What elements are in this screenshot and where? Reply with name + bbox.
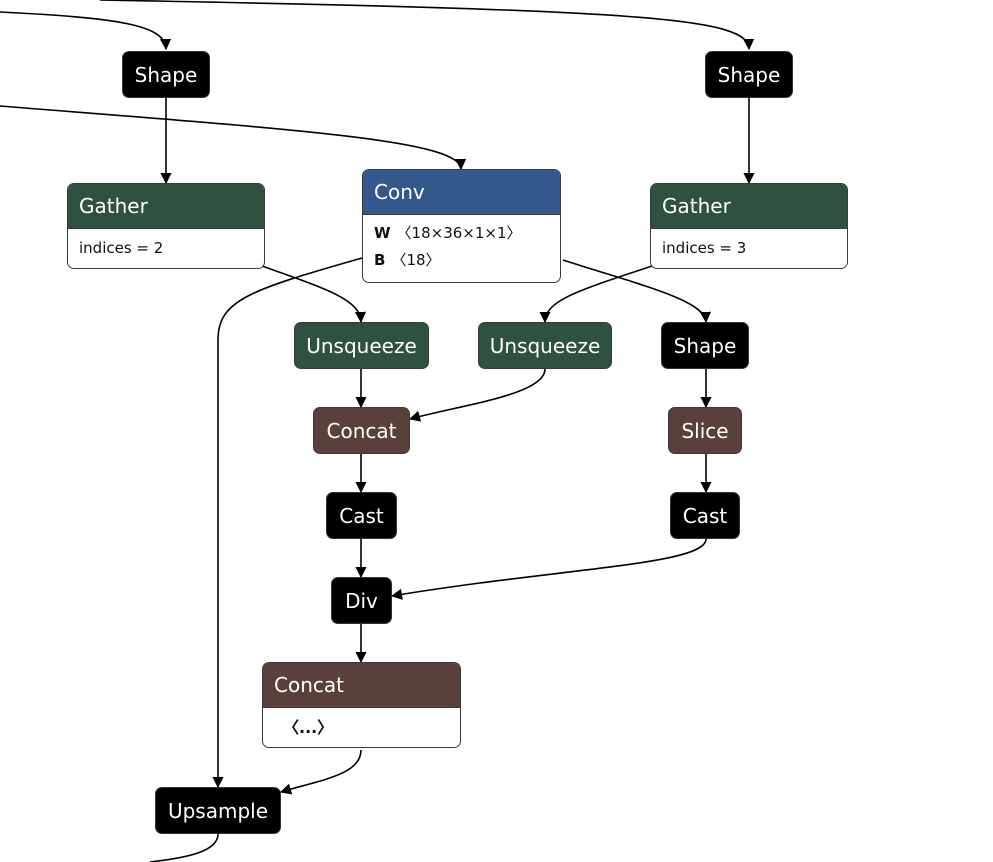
cast-node-2[interactable]: Cast: [670, 492, 740, 539]
gather-node-1[interactable]: Gather indices = 2: [67, 183, 265, 269]
bias-shape: 〈18〉: [391, 251, 441, 269]
edge-input-to-shape-2: [99, 0, 755, 51]
slice-node[interactable]: Slice: [668, 407, 742, 454]
cast-node-1[interactable]: Cast: [326, 492, 397, 539]
weight-shape: 〈18×36×1×1〉: [396, 224, 522, 242]
node-label: Gather: [651, 184, 847, 229]
node-attribute: indices = 2: [79, 239, 164, 257]
node-label: Concat: [263, 663, 460, 708]
edge-concat-2-to-upsample: [279, 749, 362, 795]
node-label: Unsqueeze: [306, 333, 417, 358]
concat-node-2[interactable]: Concat 〈...〉: [262, 662, 461, 748]
node-label: Div: [345, 588, 378, 613]
node-attribute: 〈...〉: [283, 718, 334, 737]
edge-unsqueeze-2-to-concat-1: [408, 368, 546, 422]
node-label: Upsample: [167, 798, 269, 823]
bias-name: B: [374, 251, 386, 269]
unsqueeze-node-1[interactable]: Unsqueeze: [294, 322, 429, 369]
node-label: Shape: [134, 62, 198, 87]
gather-node-2[interactable]: Gather indices = 3: [650, 183, 848, 269]
edge-upsample-out: [149, 833, 219, 862]
node-label: Conv: [363, 170, 560, 215]
div-node[interactable]: Div: [331, 577, 392, 624]
upsample-node[interactable]: Upsample: [155, 787, 281, 834]
edge-gather-2-to-unsqueeze-2: [539, 265, 653, 324]
edge-gather-1-to-unsqueeze-1: [261, 265, 367, 324]
weight-attribute: W 〈18×36×1×1〉: [374, 220, 549, 247]
edge-conv-to-upsample: [212, 257, 363, 789]
node-label: Cast: [682, 503, 728, 528]
edge-conv-to-shape-3: [562, 259, 712, 324]
conv-node[interactable]: Conv W 〈18×36×1×1〉 B 〈18〉: [362, 169, 561, 283]
edge-input-to-conv: [0, 105, 467, 171]
edge-input-to-shape-1: [0, 11, 172, 51]
node-label: Unsqueeze: [489, 333, 601, 358]
node-label: Gather: [68, 184, 264, 229]
node-label: Slice: [681, 418, 729, 443]
edge-cast-2-to-div: [390, 538, 707, 600]
node-label: Cast: [339, 503, 384, 528]
shape-node-1[interactable]: Shape: [122, 51, 210, 98]
weight-name: W: [374, 224, 391, 242]
node-label: Concat: [326, 418, 397, 443]
shape-node-3[interactable]: Shape: [661, 322, 749, 369]
unsqueeze-node-2[interactable]: Unsqueeze: [478, 322, 612, 369]
node-label: Shape: [673, 333, 737, 358]
node-label: Shape: [717, 62, 781, 87]
shape-node-2[interactable]: Shape: [705, 51, 793, 98]
concat-node-1[interactable]: Concat: [313, 407, 410, 454]
node-attribute: indices = 3: [662, 239, 747, 257]
bias-attribute: B 〈18〉: [374, 247, 549, 274]
